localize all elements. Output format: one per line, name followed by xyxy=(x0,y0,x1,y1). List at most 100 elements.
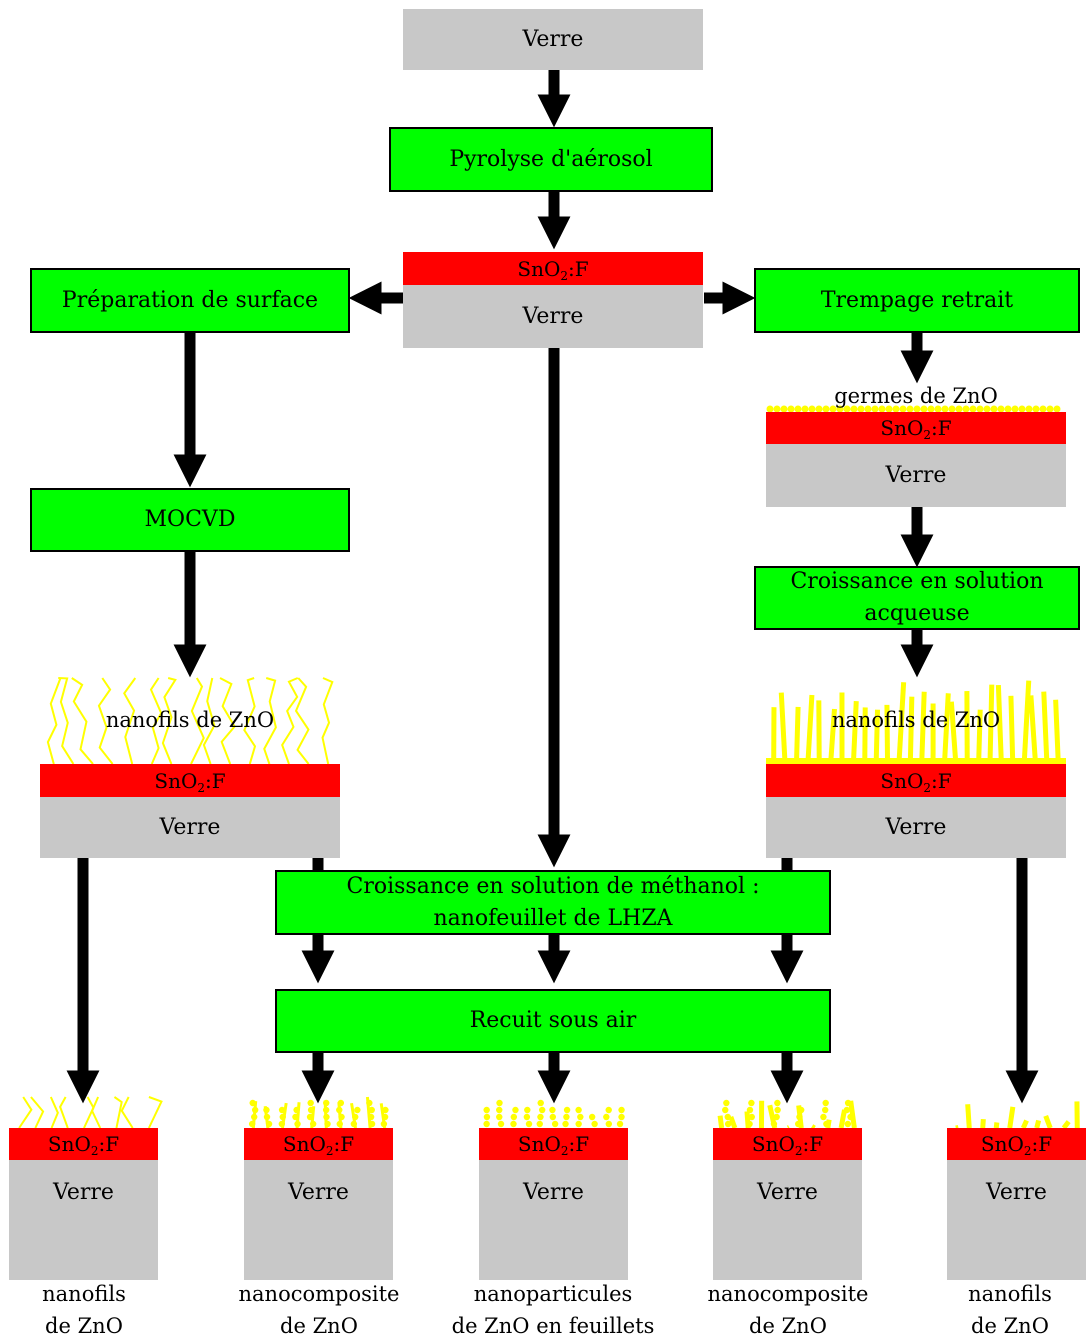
glass-label: Verre xyxy=(160,815,221,840)
zno-nanocomposite-output-2 xyxy=(250,1100,256,1106)
step-pyrolyse: Pyrolyse d'aérosol xyxy=(389,127,713,192)
zno-nanoparticle-output-3 xyxy=(496,1100,502,1106)
zno-nanowire-output-1 xyxy=(122,1097,133,1128)
zno-nanocomposite-output-2 xyxy=(249,1121,255,1127)
zno-nanocomposite-output-2 xyxy=(336,1107,342,1113)
zno-nanoparticle-output-4 xyxy=(748,1100,754,1106)
sno2-label: SnO2:F xyxy=(880,769,951,793)
zno-nanoparticle-output-4 xyxy=(774,1100,780,1106)
zno-nanoparticle-output-4 xyxy=(798,1107,804,1113)
zno-nanoparticle-output-3 xyxy=(549,1107,555,1113)
step-croissance-methanol: Croissance en solution de méthanol : nan… xyxy=(275,870,831,935)
zno-nanoparticle-output-3 xyxy=(603,1114,609,1120)
glass-substrate-start: Verre xyxy=(403,9,703,70)
sno2-layer-output-3: SnO2:F xyxy=(479,1128,628,1160)
zno-nanoparticle-output-3 xyxy=(510,1121,516,1127)
zno-nanocomposite-output-2 xyxy=(263,1107,269,1113)
zno-nanocomposite-output-2 xyxy=(310,1121,316,1127)
zno-nanocomposite-output-2 xyxy=(279,1107,285,1113)
zno-nanoparticle-output-4 xyxy=(771,1121,777,1127)
glass-label: Verre xyxy=(986,1180,1047,1205)
zno-nanoparticle-output-4 xyxy=(773,1114,779,1120)
step-mocvd-label: MOCVD xyxy=(145,504,236,536)
zno-nanoparticle-output-4 xyxy=(722,1107,728,1113)
zno-nanoparticle-output-3 xyxy=(577,1114,583,1120)
zno-nanoparticle-output-4 xyxy=(845,1121,851,1127)
sno2-label: SnO2:F xyxy=(880,416,951,440)
zno-nanorod-output-4 xyxy=(720,1116,722,1128)
zno-nanoparticle-output-3 xyxy=(563,1114,569,1120)
zno-nanocomposite-output-2 xyxy=(338,1114,344,1120)
zno-nanoparticle-output-3 xyxy=(511,1114,517,1120)
zno-nanowire-output-1 xyxy=(31,1097,43,1128)
zno-nanoparticle-output-3 xyxy=(483,1107,489,1113)
zno-nanoparticle-output-4 xyxy=(723,1100,729,1106)
glass-label: Verre xyxy=(288,1180,349,1205)
glass-layer-output-5: Verre xyxy=(947,1160,1086,1280)
zno-nanorod-output-5 xyxy=(1046,1116,1051,1128)
step-methanol-line2: nanofeuillet de LHZA xyxy=(433,903,672,935)
glass-label: Verre xyxy=(757,1180,818,1205)
zno-nanoparticle-output-3 xyxy=(539,1107,545,1113)
zno-nanocomposite-output-2 xyxy=(294,1121,300,1127)
zno-nanocomposite-output-2 xyxy=(307,1114,313,1120)
zno-nanoparticle-output-4 xyxy=(823,1121,829,1127)
zno-nanocomposite-output-2 xyxy=(382,1114,388,1120)
step-recuit-sous-air: Recuit sous air xyxy=(275,989,831,1053)
zno-nanoparticle-output-3 xyxy=(617,1121,623,1127)
step-croissance-aq-line2: acqueuse xyxy=(864,598,969,630)
sno2-label: SnO2:F xyxy=(154,769,225,793)
step-mocvd: MOCVD xyxy=(30,488,350,552)
zno-nanoparticle-output-4 xyxy=(749,1114,755,1120)
zno-nanoparticle-output-3 xyxy=(618,1114,624,1120)
zno-nanoparticle-output-4 xyxy=(844,1107,850,1113)
zno-nanowire-output-1 xyxy=(19,1097,31,1128)
zno-nanoparticle-output-3 xyxy=(562,1121,568,1127)
zno-nanoparticle-output-4 xyxy=(725,1114,731,1120)
zno-nanocomposite-output-2 xyxy=(382,1107,388,1113)
zno-nanoparticle-output-3 xyxy=(483,1121,489,1127)
zno-nanoparticle-output-3 xyxy=(498,1121,504,1127)
zno-nanocomposite-output-2 xyxy=(337,1121,343,1127)
zno-nanoparticle-output-3 xyxy=(526,1121,532,1127)
sno2-layer-right: SnO2:F xyxy=(766,764,1066,797)
glass-layer-output-3: Verre xyxy=(479,1160,628,1280)
zno-nanoparticle-output-3 xyxy=(538,1100,544,1106)
zno-nanocomposite-output-2 xyxy=(369,1107,375,1113)
zno-nanocomposite-output-2 xyxy=(266,1121,272,1127)
step-methanol-line1: Croissance en solution de méthanol : xyxy=(347,871,760,903)
glass-label: Verre xyxy=(523,1180,584,1205)
zno-nanorod-output-5 xyxy=(1037,1120,1039,1128)
zno-nanocomposite-output-2 xyxy=(323,1114,329,1120)
zno-nanowire-output-1 xyxy=(149,1097,162,1128)
zno-nanocomposite-output-2 xyxy=(338,1100,344,1106)
zno-nanoparticle-output-4 xyxy=(795,1121,801,1127)
zno-nanorod-output-4 xyxy=(731,1117,735,1128)
zno-nanocomposite-output-2 xyxy=(368,1114,374,1120)
zno-nanocomposite-output-2 xyxy=(351,1121,357,1127)
label-germes-zno: germes de ZnO xyxy=(766,384,1066,408)
step-recuit-label: Recuit sous air xyxy=(470,1005,637,1037)
glass-layer-output-4: Verre xyxy=(713,1160,862,1280)
zno-nanorod-output-5 xyxy=(1023,1121,1026,1128)
zno-nanocomposite-output-2 xyxy=(307,1100,313,1106)
zno-nanowire-output-1 xyxy=(60,1097,68,1128)
zno-nanoparticle-output-4 xyxy=(746,1121,752,1127)
zno-nanoparticle-output-3 xyxy=(537,1114,543,1120)
zno-nanocomposite-output-2 xyxy=(352,1114,358,1120)
step-croissance-aqueuse: Croissance en solution acqueuse xyxy=(754,566,1080,630)
zno-nanoparticle-output-3 xyxy=(552,1121,558,1127)
zno-nanocomposite-output-2 xyxy=(323,1107,329,1113)
sno2-label: SnO2:F xyxy=(517,257,588,281)
zno-nanocomposite-output-2 xyxy=(366,1100,372,1106)
sno2-layer-left: SnO2:F xyxy=(40,764,340,797)
sno2-layer-output-5: SnO2:F xyxy=(947,1128,1086,1160)
glass-label: Verre xyxy=(523,304,584,329)
sno2-label: SnO2:F xyxy=(283,1132,354,1156)
step-preparation-surface: Préparation de surface xyxy=(30,268,350,333)
glass-layer-center: Verre xyxy=(403,285,703,348)
